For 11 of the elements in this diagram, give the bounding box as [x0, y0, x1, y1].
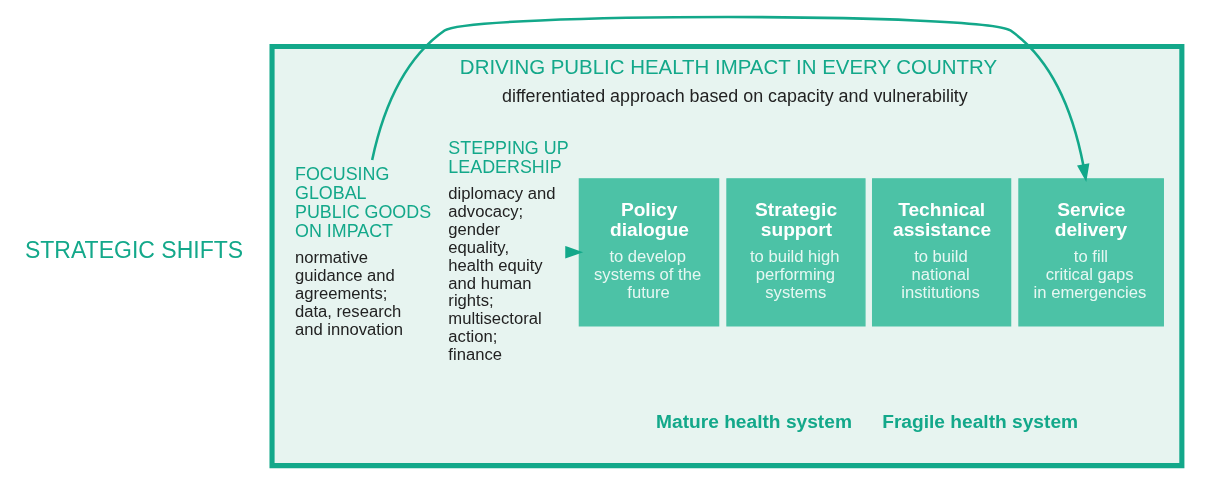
node-box: Service delivery to fill critical gaps in emergencies [1018, 177, 1164, 326]
node-text: STEPPING UP LEADERSHIP diplomacy and advocacy; gender equality, health equity and human rights; multisectoral action; finance [448, 137, 569, 364]
node-box: Technical assistance to build national institutions [872, 177, 1012, 326]
node-box: Strategic support to build high performing systems [726, 177, 866, 326]
label: Mature health system [656, 410, 852, 432]
arrow [370, 15, 1090, 182]
label: Fragile health system [882, 410, 1079, 432]
label: STRATEGIC SHIFTS [24, 236, 244, 263]
node-text: FOCUSING GLOBAL PUBLIC GOODS ON IMPACT normative guidance and agreements; data, research and innovation [295, 163, 432, 339]
arrow [565, 245, 584, 259]
node-box: Policy dialogue to develop systems of the future [578, 177, 720, 326]
